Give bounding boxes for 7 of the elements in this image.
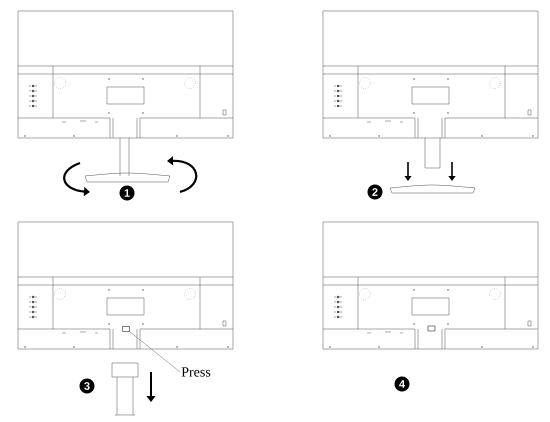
callout-number: 1 [120,186,134,200]
leader-line [130,332,180,372]
release-button [122,326,130,332]
callout-number: 3 [80,378,94,394]
press-label: Press [182,367,210,377]
callout-number: 2 [368,184,382,200]
callout-number: 4 [394,376,410,392]
